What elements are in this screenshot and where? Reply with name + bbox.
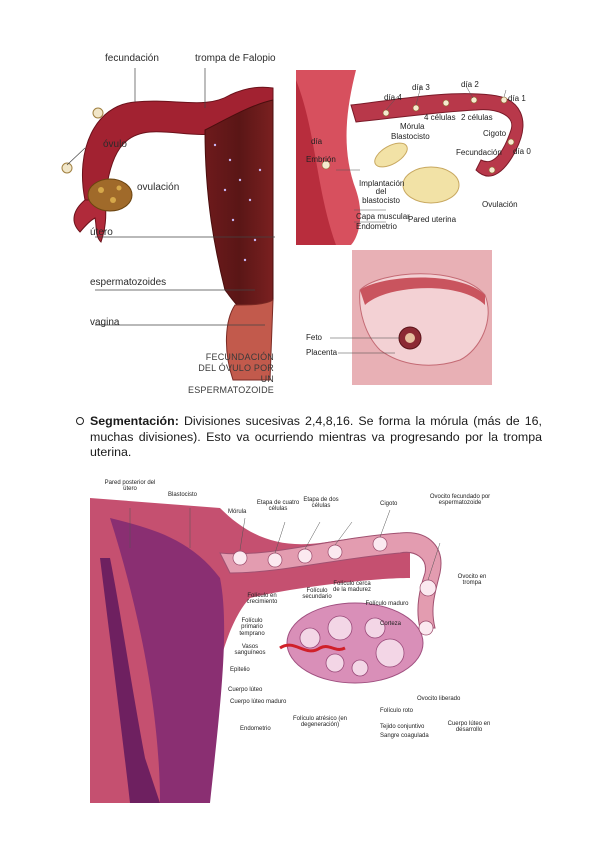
label-foliculo-atresico: Folículo atrésico (en degeneración) — [292, 716, 348, 729]
label-epitelio: Epitelio — [230, 667, 250, 673]
label-cuerpo-luteo-maduro: Cuerpo lúteo maduro — [230, 699, 287, 705]
reproductive-system-illustration — [90, 478, 510, 803]
label-2-celulas: 2 células — [461, 113, 493, 122]
label-blastocisto: Blastocisto — [391, 132, 430, 141]
label-dia2: día 2 — [461, 80, 479, 89]
fallopian-tube-loop — [350, 93, 524, 177]
label-ovulacion: ovulación — [137, 182, 180, 193]
vagina-canal — [225, 299, 274, 381]
figure-ciclo-ovarico: Pared posterior del útero Blastocisto Mó… — [90, 478, 510, 803]
label-vagina: vagina — [90, 317, 120, 328]
sperm-dots — [213, 143, 262, 262]
fertilization-illustration — [61, 68, 275, 381]
label-dia0: día 0 — [513, 147, 531, 156]
label-cigoto: Cigoto — [483, 129, 507, 138]
fallopian-tube — [81, 86, 274, 201]
label-dia3: día 3 — [412, 83, 430, 92]
bullet-circle-icon — [76, 417, 84, 425]
figure-feto-placenta: Feto Placenta — [300, 250, 492, 385]
label-ovulacion-2: Ovulación — [482, 200, 518, 209]
label-tejido-conjuntivo: Tejido conjuntivo — [380, 724, 425, 730]
fetus-illustration — [330, 250, 492, 385]
label-fecundacion-2: Fecundación — [456, 148, 502, 157]
endometrium — [100, 558, 160, 803]
label-placenta: Placenta — [306, 348, 338, 357]
label-foliculo-maduro: Folículo maduro — [365, 601, 409, 607]
label-foliculo-primario: Folículo primario temprano — [239, 618, 265, 637]
label-pared-posterior: Pared posterior del útero — [104, 480, 156, 493]
label-capa-muscular: Capa muscular — [356, 212, 410, 221]
ovary — [87, 178, 133, 212]
label-foliculo-maduracion: Folículo cerca de la madurez — [332, 581, 372, 594]
uterus-body — [204, 99, 274, 313]
label-pared-uterina: Pared uterina — [408, 215, 457, 224]
label-morula-4: Mórula — [228, 509, 247, 515]
label-etapa-dos: Etapa de dos células — [303, 497, 339, 510]
tube-journey-illustration — [296, 70, 538, 245]
embryo-stages-4 — [232, 536, 437, 636]
label-endometrio-4: Endometrio — [240, 726, 271, 732]
follicles — [299, 615, 405, 677]
label-cuerpo-luteo: Cuerpo lúteo — [228, 687, 263, 693]
figure-fecundacion: fecundación trompa de Falopio óvulo ovul… — [55, 50, 285, 390]
label-4-celulas: 4 células — [424, 113, 456, 122]
label-foliculo-roto: Folículo roto — [380, 708, 414, 714]
fimbria — [73, 199, 107, 243]
label-morula: Mórula — [400, 122, 425, 131]
segmentacion-term: Segmentación: — [90, 414, 179, 428]
label-feto: Feto — [306, 333, 323, 342]
label-ovocito-fecundado: Ovocito fecundado por espermatozoide — [429, 494, 491, 507]
label-sangre-coagulada: Sangre coagulada — [380, 733, 429, 739]
label-ovulo: óvulo — [103, 139, 127, 150]
figure1-caption: FECUNDACIÓN DEL ÓVULO POR UN ESPERMATOZO… — [188, 352, 274, 395]
figure-dias-segmentacion: día 3 día 2 día 1 día 4 día 0 día 4 célu… — [296, 70, 538, 245]
segmentacion-text: Divisiones sucesivas 2,4,8,16. Se forma … — [90, 414, 542, 459]
label-espermatozoides: espermatozoides — [90, 277, 167, 288]
label-cuerpo-luteo-desarrollo: Cuerpo lúteo en desarrollo — [447, 721, 491, 734]
label-dia5: día — [311, 137, 323, 146]
label-dia4: día 4 — [384, 93, 402, 102]
label-cigoto-4: Cigoto — [380, 501, 398, 507]
label-blastocisto-4: Blastocisto — [168, 492, 198, 498]
label-foliculo-crecimiento: Folículo en crecimiento — [246, 593, 278, 606]
label-implantacion: Implantación del blastocisto — [359, 179, 405, 205]
segmentacion-paragraph: Segmentación: Divisiones sucesivas 2,4,8… — [76, 414, 542, 461]
label-trompa-falopio: trompa de Falopio — [195, 53, 276, 64]
blood-vessels — [279, 643, 346, 653]
placenta-wall — [360, 277, 485, 305]
fertilized-ovum — [92, 107, 104, 119]
label-dia1: día 1 — [508, 94, 526, 103]
label-corteza: Corteza — [380, 621, 402, 627]
label-utero: útero — [90, 227, 113, 238]
label-endometrio-2: Endometrio — [356, 222, 397, 231]
label-etapa-cuatro: Etapa de cuatro células — [256, 500, 300, 513]
label-ovocito-liberado: Ovocito liberado — [417, 696, 461, 702]
ovary-yellow — [402, 166, 460, 204]
label-fecundacion: fecundación — [105, 53, 159, 64]
label-foliculo-secundario: Folículo secundario — [302, 588, 332, 601]
ovum — [61, 162, 73, 174]
label-vasos: Vasos sanguíneos — [234, 644, 266, 657]
label-embrion: Embrión — [306, 155, 336, 164]
label-ovocito-trompa: Ovocito en trompa — [457, 574, 487, 587]
